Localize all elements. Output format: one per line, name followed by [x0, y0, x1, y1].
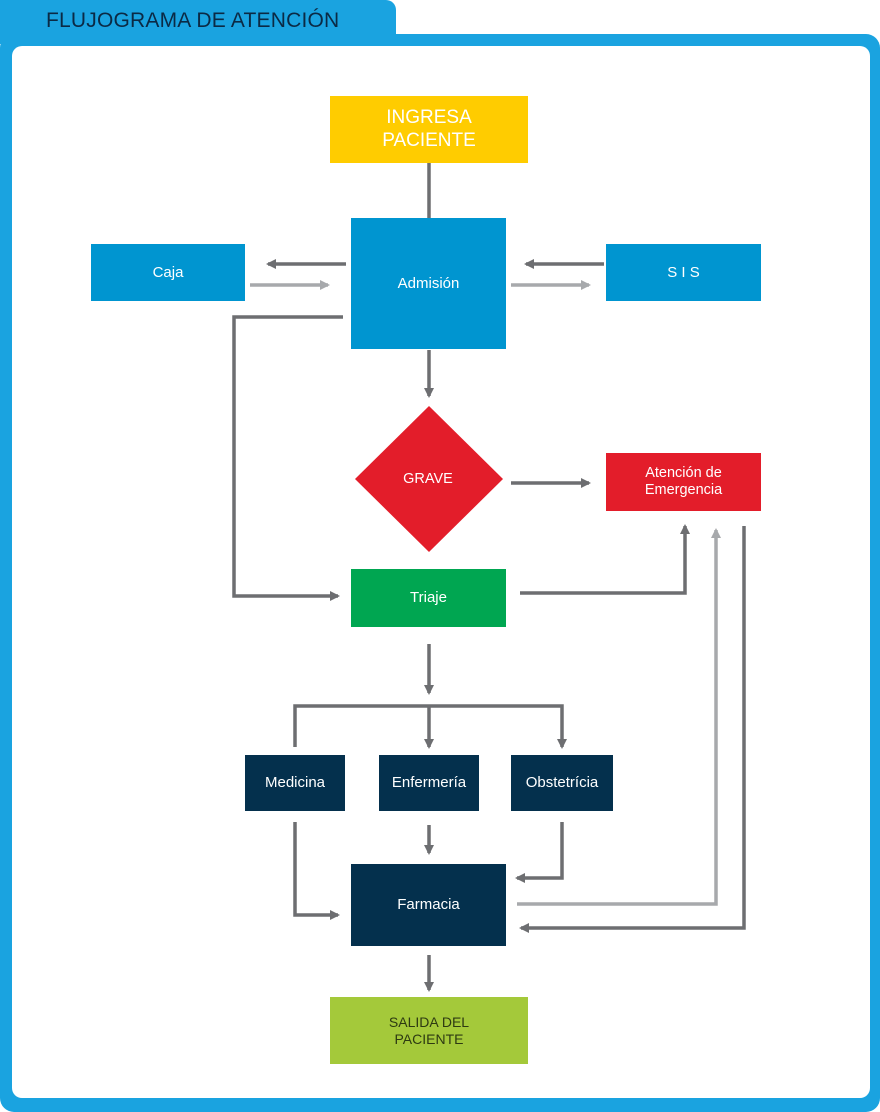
node-atencion-emergencia: Atención de Emergencia — [606, 453, 761, 511]
node-farmacia: Farmacia — [351, 864, 506, 946]
edge-medicina-farmacia — [293, 822, 340, 920]
grave-label: GRAVE — [403, 471, 453, 487]
edge-triaje-emergencia — [520, 524, 690, 595]
title-tab — [0, 0, 396, 44]
edge-admision-triaje — [232, 315, 343, 601]
node-grave: GRAVE — [355, 406, 501, 552]
grave-diamond-shape — [355, 406, 503, 552]
node-triaje: Triaje — [351, 569, 506, 627]
page-title: FLUJOGRAMA DE ATENCIÓN — [46, 9, 340, 32]
edge-emergencia-farmacia — [519, 526, 746, 933]
node-admision: Admisión — [351, 218, 506, 349]
node-caja: Caja — [91, 244, 245, 301]
edge-obstetricia-farmacia — [515, 822, 564, 883]
node-medicina: Medicina — [245, 755, 345, 811]
node-salida-paciente: SALIDA DEL PACIENTE — [330, 997, 528, 1064]
node-enfermeria: Enfermería — [379, 755, 479, 811]
node-sis: S I S — [606, 244, 761, 301]
edge-farmacia-emergencia — [517, 528, 721, 906]
node-obstetricia: Obstetrícia — [511, 755, 613, 811]
node-ingresa-paciente: INGRESA PACIENTE — [330, 96, 528, 163]
